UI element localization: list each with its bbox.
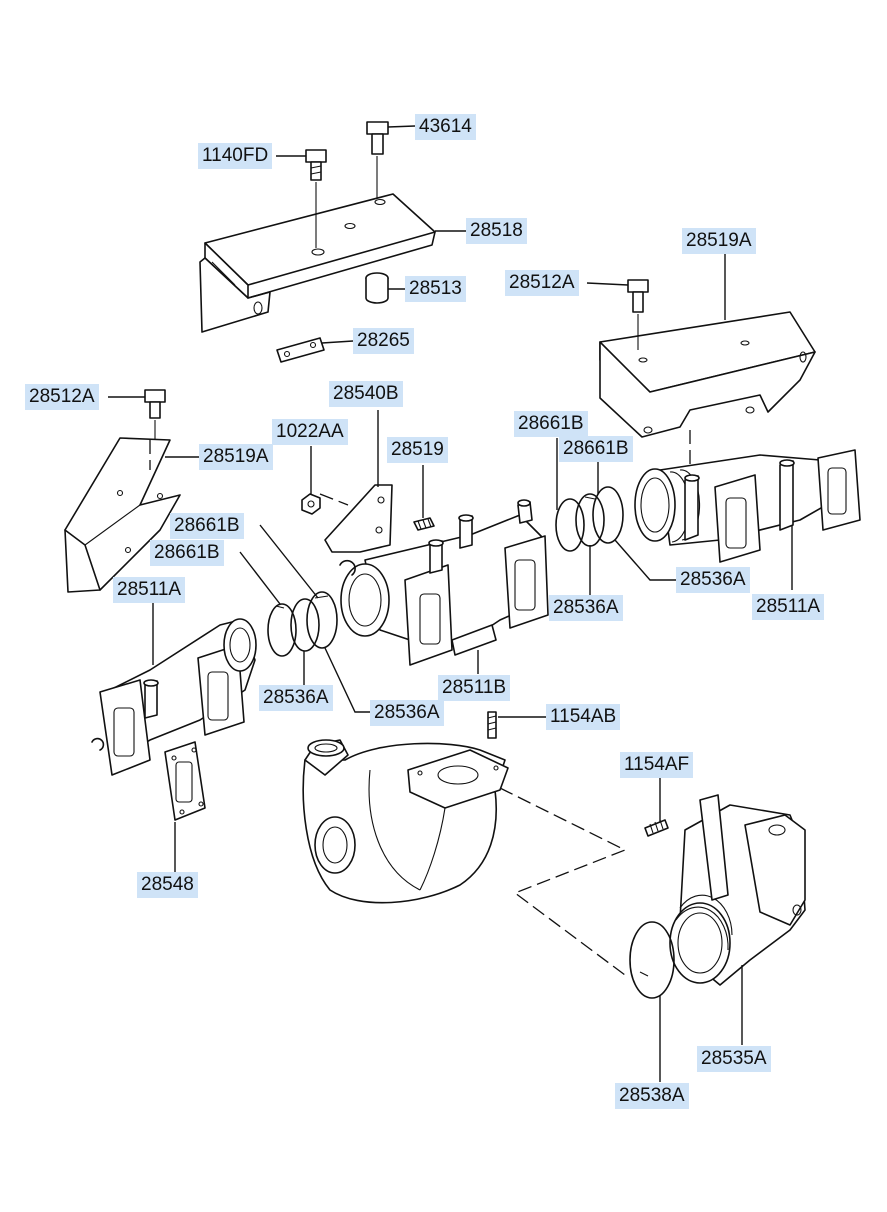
label-28661B-c[interactable]: 28661B [170, 513, 244, 539]
bolt-28512A-right[interactable] [627, 279, 649, 350]
exhaust-manifold-left[interactable] [91, 618, 257, 776]
seal-ring-28661B-right-a[interactable] [555, 498, 585, 552]
assembly-line-turbo [499, 787, 627, 976]
seal-ring-28661B-left-b[interactable] [290, 598, 320, 652]
turbocharger[interactable] [302, 739, 509, 904]
nut-1022AA[interactable] [301, 493, 321, 515]
label-28661B-a[interactable]: 28661B [514, 411, 588, 437]
label-28512A-right[interactable]: 28512A [505, 270, 579, 296]
plate-28265[interactable] [276, 337, 325, 363]
heat-shield-upper[interactable] [199, 193, 436, 333]
leader-lines [108, 125, 793, 1082]
spacer-28513[interactable] [365, 272, 389, 304]
clamp-ring-28538A[interactable] [629, 921, 675, 999]
label-43614[interactable]: 43614 [415, 114, 476, 140]
label-28513[interactable]: 28513 [405, 276, 466, 302]
bolt-28512A-left[interactable] [144, 389, 166, 440]
label-1154AF[interactable]: 1154AF [620, 752, 694, 778]
label-28518[interactable]: 28518 [466, 218, 527, 244]
stud-1154AB[interactable] [487, 711, 497, 739]
label-28536A-b[interactable]: 28536A [370, 700, 444, 726]
seal-ring-28661B-left-a[interactable] [267, 603, 297, 657]
seal-ring-28536A-left[interactable] [306, 591, 338, 649]
stud-28519[interactable] [413, 517, 435, 531]
label-28661B-b[interactable]: 28661B [559, 436, 633, 462]
seal-ring-28536A-right[interactable] [592, 486, 624, 544]
label-28519A-left[interactable]: 28519A [199, 444, 273, 470]
label-28511A-left[interactable]: 28511A [113, 577, 186, 603]
label-28265[interactable]: 28265 [353, 328, 414, 354]
label-28548[interactable]: 28548 [137, 872, 198, 898]
gasket-28548[interactable] [164, 741, 206, 821]
label-28519[interactable]: 28519 [387, 437, 448, 463]
bracket-28540B[interactable] [319, 484, 393, 553]
label-28661B-d[interactable]: 28661B [150, 540, 224, 566]
bolt-1140FD[interactable] [305, 149, 327, 248]
label-28511B[interactable]: 28511B [438, 675, 511, 701]
label-28511A-right[interactable]: 28511A [752, 594, 825, 620]
heat-shield-left[interactable] [64, 437, 181, 593]
label-28512A-left[interactable]: 28512A [25, 384, 99, 410]
label-1140FD[interactable]: 1140FD [198, 143, 273, 169]
label-28536A-a[interactable]: 28536A [259, 685, 333, 711]
label-1154AB[interactable]: 1154AB [546, 704, 621, 730]
exhaust-manifold-center[interactable] [339, 499, 549, 666]
label-28519A-top[interactable]: 28519A [682, 228, 756, 254]
heat-shield-right[interactable] [599, 311, 816, 438]
label-28536A-c[interactable]: 28536A [676, 567, 750, 593]
outlet-elbow-28535A[interactable] [669, 794, 806, 986]
label-1022AA[interactable]: 1022AA [272, 419, 348, 445]
label-28540B[interactable]: 28540B [329, 381, 403, 407]
label-28536A-d[interactable]: 28536A [549, 595, 623, 621]
bolt-43614[interactable] [366, 121, 389, 198]
stud-1154AF[interactable] [644, 819, 669, 837]
exhaust-manifold-right[interactable] [634, 449, 861, 563]
label-28538A[interactable]: 28538A [615, 1083, 689, 1109]
label-28535A[interactable]: 28535A [697, 1046, 771, 1072]
